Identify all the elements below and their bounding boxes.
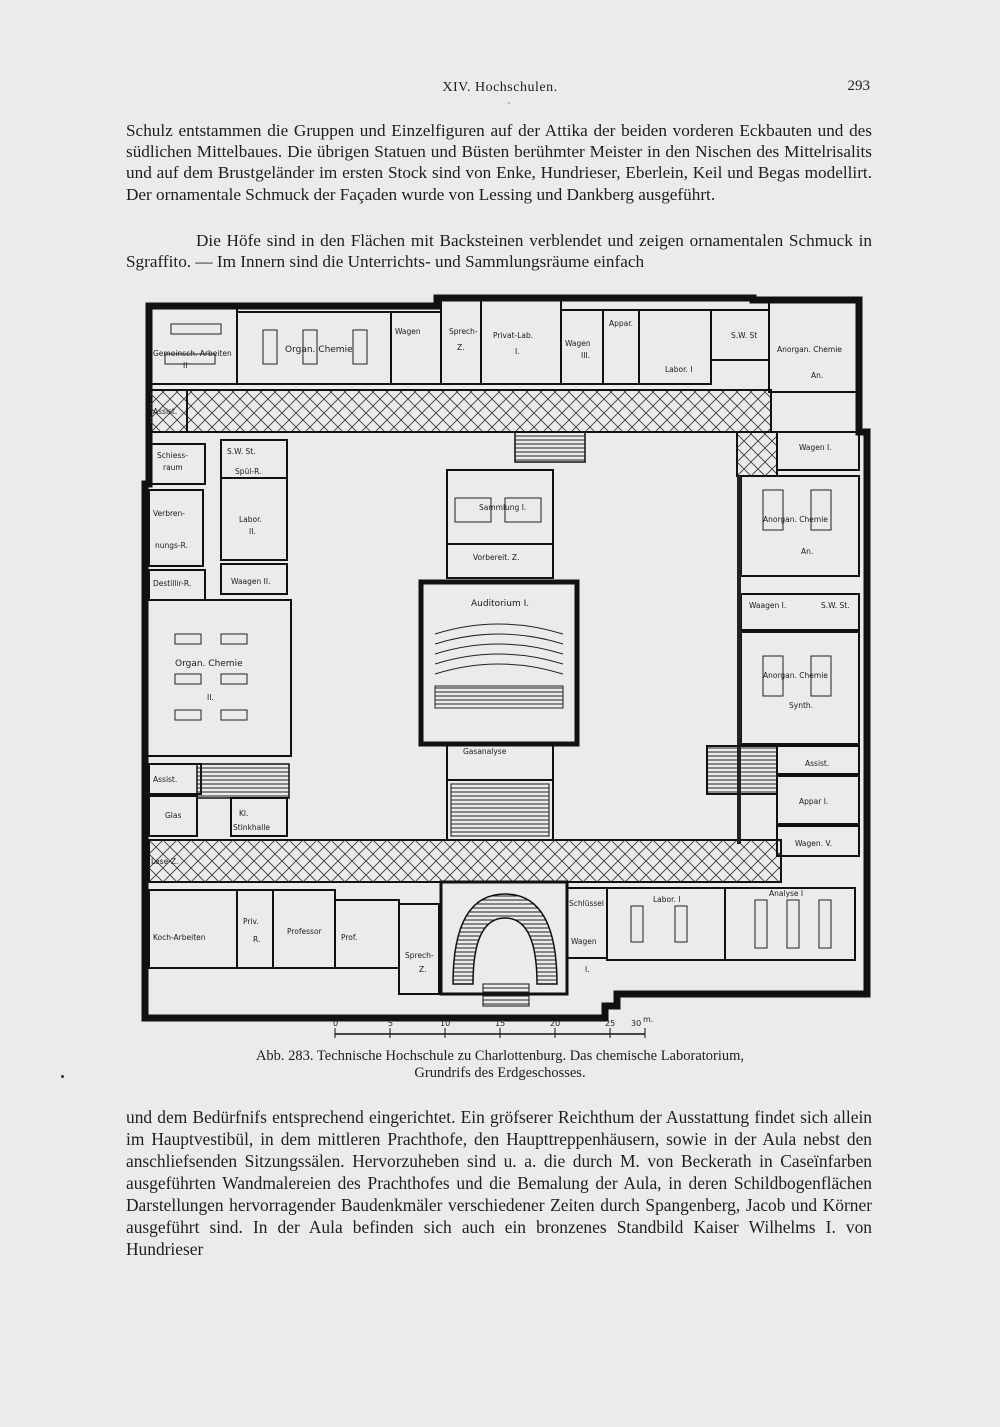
- print-mark: ˋ: [507, 103, 512, 113]
- label-labor-II-num: II.: [249, 527, 256, 536]
- scale-tick-10: 10: [440, 1019, 450, 1028]
- label-labor-II: Labor.: [239, 515, 262, 524]
- floor-plan-figure: Gemeinsch. Arbeiten II Organ. Chemie Wag…: [135, 294, 875, 1046]
- label-stinkhalle: Stinkhalle: [233, 823, 270, 832]
- label-koch: Koch-Arbeiten: [153, 933, 206, 942]
- label-assist-right: Assist.: [805, 759, 829, 768]
- central-block: [418, 469, 580, 841]
- label-sprech-bottom: Sprech-: [405, 951, 434, 960]
- caption-line-2: Grundrifs des Erdgeschosses.: [414, 1065, 586, 1081]
- label-prof: Prof.: [341, 933, 357, 942]
- label-spuel: Spül-R.: [235, 467, 261, 476]
- scale-tick-25: 25: [605, 1019, 615, 1028]
- label-gemeinsch: Gemeinsch. Arbeiten: [153, 349, 232, 358]
- scale-tick-15: 15: [495, 1019, 505, 1028]
- central-stair: [450, 783, 550, 837]
- main-staircase: [439, 880, 569, 1007]
- label-gemeinsch-num: II: [183, 361, 187, 370]
- label-wagen-top-left: Wagen: [395, 327, 421, 336]
- scale-tick-5: 5: [388, 1019, 393, 1028]
- label-sprech-top: Sprech-: [449, 327, 478, 336]
- figure-caption: Abb. 283. Technische Hochschule zu Charl…: [0, 1048, 1000, 1082]
- page-number: 293: [847, 78, 871, 94]
- outer-walls: [141, 294, 871, 1022]
- label-privat-lab-num: I.: [515, 347, 520, 356]
- label-org-chemie-top: Organ. Chemie: [285, 345, 353, 355]
- label-anorgan-synth: Anorgan. Chemie: [763, 671, 828, 680]
- label-wagen-bottom: Wagen: [571, 937, 597, 946]
- label-sw-st-top: S.W. St: [731, 331, 757, 340]
- label-wagen-II: Waagen II.: [231, 577, 270, 586]
- label-r: R.: [253, 935, 260, 944]
- top-corridor: [148, 389, 772, 433]
- label-kl: Kl.: [239, 809, 248, 818]
- room-labels: Gemeinsch. Arbeiten II Organ. Chemie Wag…: [151, 319, 850, 974]
- label-verbrenn2: nungs-R.: [155, 541, 188, 550]
- scale-tick-20: 20: [550, 1019, 560, 1028]
- paragraph-2: Die Höfe sind in den Flächen mit Backste…: [126, 231, 872, 272]
- label-auditorium: Auditorium I.: [471, 599, 529, 609]
- label-professor: Professor: [287, 927, 323, 936]
- bottom-wing: [148, 887, 856, 995]
- running-header: XIV. Hochschulen. 293: [0, 78, 1000, 102]
- label-org-chemie-left: Organ. Chemie: [175, 659, 243, 669]
- label-privat-lab: Privat-Lab.: [493, 331, 533, 340]
- label-assist-top: Assist.: [153, 407, 177, 416]
- label-analyse: Analyse I: [769, 889, 803, 898]
- label-priv: Priv.: [243, 917, 259, 926]
- label-wagen-bottom-num: I.: [585, 965, 590, 974]
- label-schiess2: raum: [163, 463, 183, 472]
- label-org-chemie-left-num: II.: [207, 693, 214, 702]
- label-appar-top: Appar.: [609, 319, 633, 328]
- label-vorbereit: Vorbereit. Z.: [473, 553, 519, 562]
- label-labor-I-top: Labor. I: [665, 365, 693, 374]
- label-labor-I-bottom: Labor. I: [653, 895, 681, 904]
- label-synth: Synth.: [789, 701, 813, 710]
- label-destillir: Destillir-R.: [153, 579, 191, 588]
- label-wagen-III: Wagen: [565, 339, 591, 348]
- scale-tick-30: 30: [631, 1019, 641, 1028]
- label-gasanalyse: Gasanalyse: [463, 747, 507, 756]
- right-corridor-wall: [737, 476, 741, 844]
- scale-bar: 0 5 10 15 20 25 30 m.: [333, 1015, 653, 1038]
- scale-unit: m.: [643, 1015, 653, 1024]
- floor-plan-drawing: Gemeinsch. Arbeiten II Organ. Chemie Wag…: [141, 294, 871, 1038]
- label-wagen-right-top: Wagen I.: [799, 443, 832, 452]
- print-speck: [61, 1075, 64, 1078]
- label-anorgan-right: Anorgan. Chemie: [763, 515, 828, 524]
- label-glas: Glas: [165, 811, 181, 820]
- bottom-corridor: [148, 839, 782, 883]
- label-sprech-top-z: Z.: [457, 343, 465, 352]
- label-assist-left: Assist.: [153, 775, 177, 784]
- paragraph-3: und dem Bedürfnifs entsprechend eingeric…: [126, 1107, 872, 1259]
- label-schluessel: Schlüssel: [569, 899, 604, 908]
- top-wing: [148, 297, 860, 393]
- label-anorgan-top-sub: An.: [811, 371, 823, 380]
- label-anorgan-top: Anorgan. Chemie: [777, 345, 842, 354]
- running-title: XIV. Hochschulen.: [442, 80, 558, 95]
- left-stair: [196, 763, 290, 799]
- label-appar-right: Appar I.: [799, 797, 828, 806]
- lab-benches: [164, 323, 832, 949]
- right-stair-top: [736, 431, 778, 477]
- top-stair: [514, 431, 586, 463]
- auditorium-seating: [434, 623, 564, 709]
- right-stair: [705, 745, 778, 795]
- label-sammlung: Sammlung I.: [479, 503, 526, 512]
- label-wagen-III-num: III.: [581, 351, 590, 360]
- label-sw-st-right: S.W. St.: [821, 601, 850, 610]
- label-anorgan-right-sub: An.: [801, 547, 813, 556]
- caption-line-1: Abb. 283. Technische Hochschule zu Charl…: [255, 1048, 745, 1064]
- label-sprech-bottom-z: Z.: [419, 965, 427, 974]
- label-schiess: Schiess-: [157, 451, 188, 460]
- label-lese: Lese-Z.: [151, 857, 178, 866]
- label-verbrenn: Verbren-: [153, 509, 185, 518]
- label-wagen-right-mid: Waagen I.: [749, 601, 786, 610]
- scale-tick-0: 0: [333, 1019, 338, 1028]
- paragraph-1: Schulz entstammen die Gruppen und Einzel…: [126, 121, 872, 204]
- label-wagen-v: Wagen. V.: [795, 839, 832, 848]
- label-sw-st-left: S.W. St.: [227, 447, 256, 456]
